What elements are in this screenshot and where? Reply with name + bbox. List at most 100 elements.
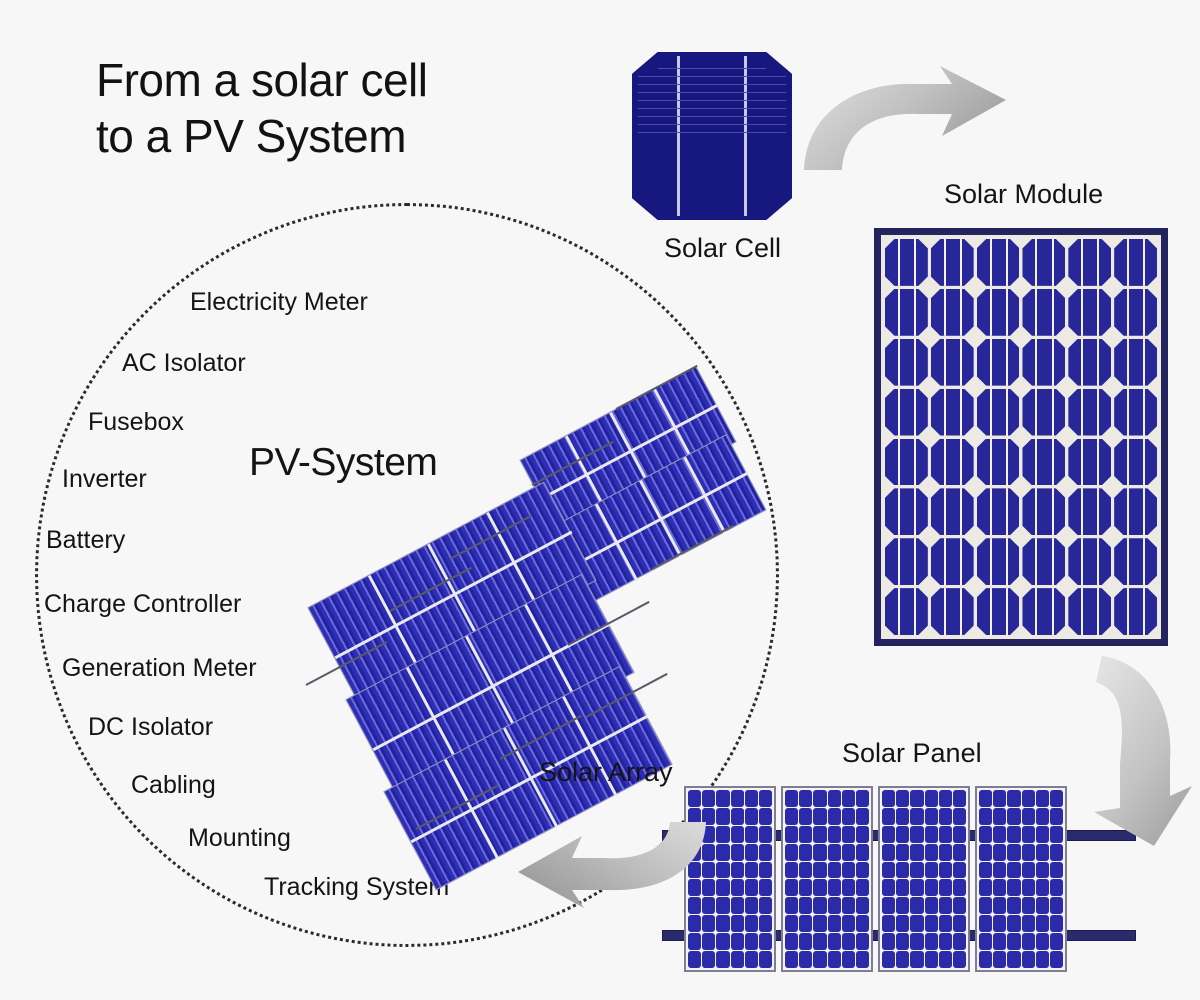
arrow-module-to-panel [1094,656,1192,846]
module-cell [1022,588,1066,635]
module-cell [885,488,928,536]
panel-cell [993,951,1007,968]
module-cell [1114,288,1157,336]
module-cell [976,288,1020,336]
panel-cell [688,915,702,933]
panel-cell [979,861,993,879]
panel-cell [896,861,910,879]
solar-panel [684,786,776,972]
solar-panel [781,786,873,972]
panel-cell [896,933,910,951]
panel-cell [799,897,813,915]
panel-cell [827,951,841,968]
panel-cell [758,807,772,825]
panel-cell [896,790,910,807]
panel-cell [841,807,855,825]
panel-cell [1035,843,1049,861]
panel-cell [688,933,702,951]
panel-cell [716,933,730,951]
panel-cell [952,825,966,843]
module-cell [885,588,928,635]
panel-cell [758,933,772,951]
panel-cell [938,790,952,807]
module-cell [1068,338,1112,386]
solar-panel [975,786,1067,972]
panel-cell [758,825,772,843]
solar-cell-finger [658,68,766,69]
module-cell [930,288,974,336]
panel-cell [702,861,716,879]
panel-cell [702,807,716,825]
panel-cell [882,879,896,897]
panel-cell [716,915,730,933]
panel-cell [841,915,855,933]
panel-cell [924,861,938,879]
module-cell [885,338,928,386]
panel-cell [785,879,799,897]
panel-cell [799,933,813,951]
panel-cell [799,861,813,879]
panel-cell [979,843,993,861]
panel-cell [882,933,896,951]
panel-cell [938,897,952,915]
panel-cell [1035,915,1049,933]
panel-cell [1021,915,1035,933]
panel-cell [758,897,772,915]
panel-cell [758,790,772,807]
pv-component-mounting: Mounting [188,824,291,852]
module-cell [976,588,1020,635]
panel-cell [730,951,744,968]
panel-cell [855,790,869,807]
solar-panel-label: Solar Panel [842,738,982,768]
panel-cell [785,790,799,807]
panel-cell [744,843,758,861]
module-cell [930,438,974,486]
solar-cell-body [632,52,792,220]
solar-cell-finger [638,84,786,85]
panel-cell [841,879,855,897]
module-cell [885,288,928,336]
solar-module-graphic [874,228,1168,646]
panel-cell [938,933,952,951]
panel-cell [716,897,730,915]
panel-cell [1021,861,1035,879]
panel-cell [924,807,938,825]
module-cell [976,438,1020,486]
panel-cell [924,915,938,933]
panel-cell [1049,897,1063,915]
panel-cell [730,843,744,861]
pv-system-label: PV-System [249,441,438,484]
panel-cell [910,843,924,861]
module-cell [885,538,928,586]
panel-cell [1007,933,1021,951]
panel-cell [910,951,924,968]
panel-cell [785,807,799,825]
solar-panel-group-graphic [662,782,1136,982]
panel-cell [1007,897,1021,915]
panel-cell [716,825,730,843]
arrow-panel-to-array [518,822,706,908]
module-cell [1068,488,1112,536]
panel-cell [827,861,841,879]
panel-cell [1021,790,1035,807]
panel-cell [952,843,966,861]
panel-cell [688,790,702,807]
panel-cell [730,915,744,933]
panel-cell [758,843,772,861]
page-title: From a solar cell to a PV System [96,54,428,162]
module-cell [1114,538,1157,586]
module-cell [1114,438,1157,486]
panel-cell [938,951,952,968]
panel-cell [910,897,924,915]
panel-cell [716,951,730,968]
module-cell [1114,388,1157,436]
panel-cell [938,915,952,933]
panel-cell [688,861,702,879]
panel-cell [1021,825,1035,843]
panel-cell [730,933,744,951]
panel-cell [938,861,952,879]
panel-cell [910,825,924,843]
panel-cell [1049,951,1063,968]
panel-cell [716,807,730,825]
